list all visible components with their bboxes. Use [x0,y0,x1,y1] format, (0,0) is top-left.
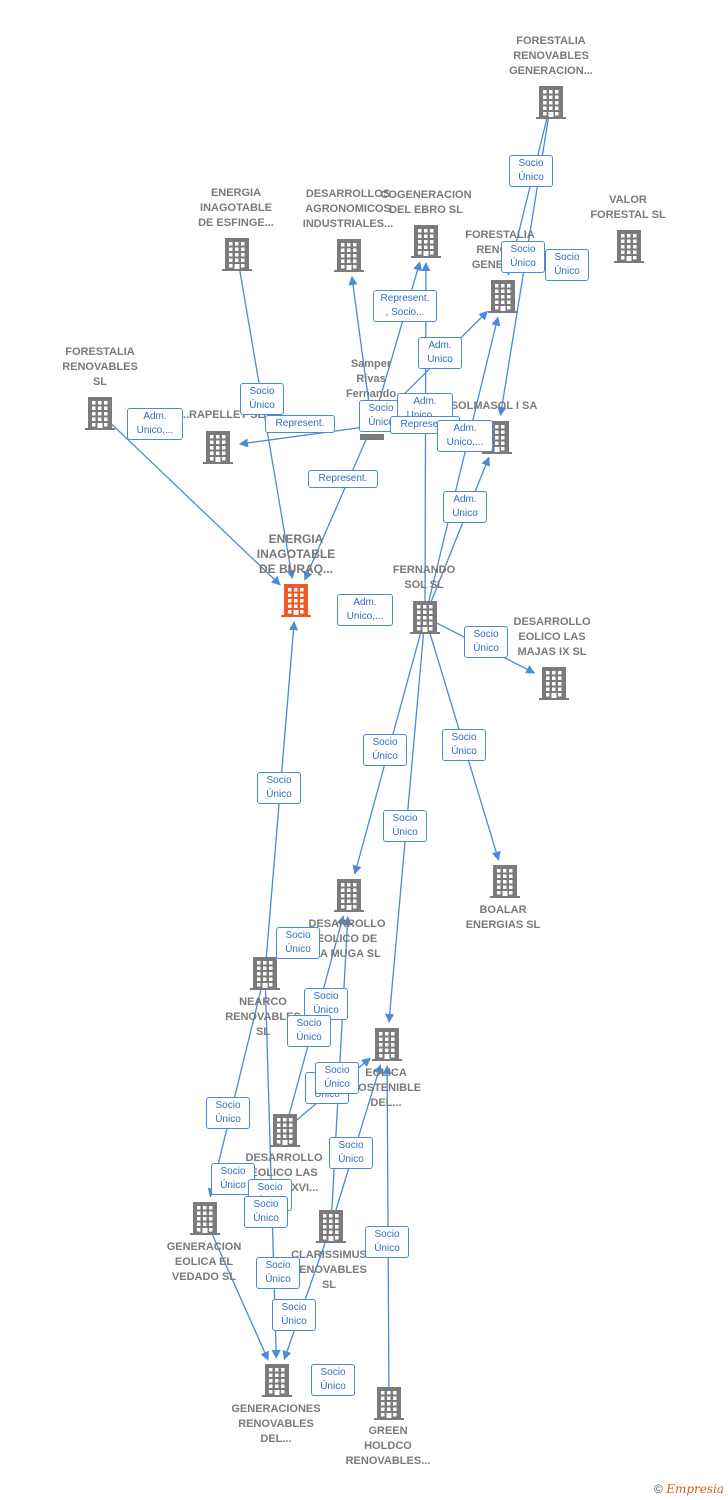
building-icon-energia_esfinge[interactable] [222,238,252,271]
edge-label[interactable]: Adm. Unico [443,491,487,523]
building-icon-eolica_sostenible[interactable] [372,1028,402,1061]
edge-samper-cogeneracion_ebro [374,261,422,417]
edge-label[interactable]: Socio Único [257,772,301,804]
building-icon-fernando_sol[interactable] [410,601,440,634]
building-icon-forestalia_sl[interactable] [85,397,115,430]
building-icon-cogeneracion_ebro[interactable] [411,225,441,258]
node-label-green_holdco[interactable]: GREEN HOLDCO RENOVABLES... [345,1425,431,1467]
edge-label[interactable]: Socio Único [311,1364,355,1396]
edge-label[interactable]: Adm. Unico [418,337,462,369]
node-label-boalar[interactable]: BOALAR ENERGIAS SL [465,904,541,931]
building-icon-forestalia_genera[interactable] [488,280,518,313]
edge-fernando_sol-forestalia_genera [426,316,501,608]
edge-label[interactable]: Socio Único [240,383,284,415]
edge-fernando_sol-solmasol [428,456,491,608]
edge-label[interactable]: Socio Único [501,241,545,273]
node-label-majas_ix[interactable]: DESARROLLO EOLICO LAS MAJAS IX SL [513,616,591,658]
building-icon-majas_xvi[interactable] [270,1114,300,1147]
building-icon-forestalia_generacion_top[interactable] [536,86,566,119]
edge-label[interactable]: Socio Único [256,1257,300,1289]
brand-logo[interactable]: Empresia [666,1482,724,1496]
building-icon-energia_buraq[interactable] [281,584,311,617]
node-label-generaciones_del[interactable]: GENERACIONES RENOVABLES DEL... [231,1403,321,1445]
edge-label[interactable]: Socio Único [509,155,553,187]
building-icon-majas_ix[interactable] [539,667,569,700]
edge-label[interactable]: Represent. [308,470,378,488]
footer: © Empresia [654,1482,724,1496]
edge-label[interactable]: Adm. Unico,... [127,408,183,440]
node-label-energia_buraq[interactable]: ENERGIA INAGOTABLE DE BURAQ... [256,532,336,576]
edge-samper-desarrollos_agronomicos [348,275,372,417]
edge-label[interactable]: Socio Único [329,1137,373,1169]
building-icon-boalar[interactable] [490,865,520,898]
node-label-cogeneracion_ebro[interactable]: COGENERACION DEL EBRO SL [380,189,472,216]
edge-label[interactable]: Socio Único [206,1097,250,1129]
building-icon-muga[interactable] [334,879,364,912]
node-label-forestalia_generacion_top[interactable]: FORESTALIA RENOVABLES GENERACION... [509,35,593,77]
edge-nearco-vedado [207,982,264,1198]
node-label-vedado[interactable]: GENERACION EOLICA EL VEDADO SL [166,1241,242,1283]
edge-label[interactable]: Socio Único [272,1299,316,1331]
node-label-fernando_sol[interactable]: FERNANDO SOL SL [392,564,456,591]
edge-label[interactable]: Socio Único [442,729,486,761]
building-icon-vedado[interactable] [190,1202,220,1235]
edge-nearco-generaciones_del [264,982,281,1359]
node-label-solmasol[interactable]: SOLMASOL I SA [450,400,538,412]
edge-samper-energia_buraq [303,434,369,581]
edge-label[interactable]: Represent. [265,415,335,433]
building-icon-valor_forestal[interactable] [614,230,644,263]
edge-label[interactable]: Socio Único [363,734,407,766]
edge-label[interactable]: Socio Único [315,1062,359,1094]
edge-label[interactable]: Socio Único [365,1226,409,1258]
edge-label[interactable]: Socio Único [545,249,589,281]
building-icon-generaciones_del[interactable] [262,1364,292,1397]
node-label-clarissimus[interactable]: CLARISSIMUS RENOVABLES SL [291,1249,367,1291]
building-icon-desarrollos_agronomicos[interactable] [334,239,364,272]
node-label-samper[interactable]: Samper Rivas Fernando [345,358,397,400]
edge-label[interactable]: Socio Único [304,988,348,1020]
building-icon-rapellet[interactable] [203,431,233,464]
edge-label[interactable]: Socio Único [464,626,508,658]
edge-clarissimus-generaciones_del [282,1235,329,1361]
edge-label[interactable]: Socio Único [211,1163,255,1195]
node-label-forestalia_sl[interactable]: FORESTALIA RENOVABLES SL [62,346,138,388]
edge-label[interactable]: Socio Único [244,1196,288,1228]
node-label-eolica_sostenible[interactable]: EOLICA SOSTENIBLE DEL... [350,1067,422,1109]
building-icon-clarissimus[interactable] [316,1210,346,1243]
node-label-muga[interactable]: DESARROLLO EOLICO DE LA MUGA SL [308,918,386,960]
edge-samper-rapellet [238,426,363,448]
edge-label[interactable]: Represent. , Socio... [373,290,437,322]
node-label-nearco[interactable]: NEARCO RENOVABLES SL [225,996,301,1038]
edge-label[interactable]: Socio Único [359,400,403,432]
edge-vedado-generaciones_del [208,1226,269,1361]
edge-forestalia_sl-energia_buraq [106,419,281,586]
node-label-valor_forestal[interactable]: VALOR FORESTAL SL [590,194,666,221]
edge-label[interactable]: Socio Único [287,1015,331,1047]
building-icon-nearco[interactable] [250,957,280,990]
node-label-energia_esfinge[interactable]: ENERGIA INAGOTABLE DE ESFINGE... [198,187,274,229]
edge-label[interactable]: Adm. Unico,... [337,594,393,626]
node-label-desarrollos_agronomicos[interactable]: DESARROLLOS AGRONOMICOS INDUSTRIALES... [302,188,394,230]
copyright-symbol: © [654,1482,663,1496]
edge-label[interactable]: Socio Único [383,810,427,842]
edge-label[interactable]: Adm. Unico,... [437,420,493,452]
person-icon-samper[interactable] [360,434,384,440]
edge-label[interactable]: Socio Único [276,927,320,959]
building-icon-green_holdco[interactable] [374,1387,404,1420]
